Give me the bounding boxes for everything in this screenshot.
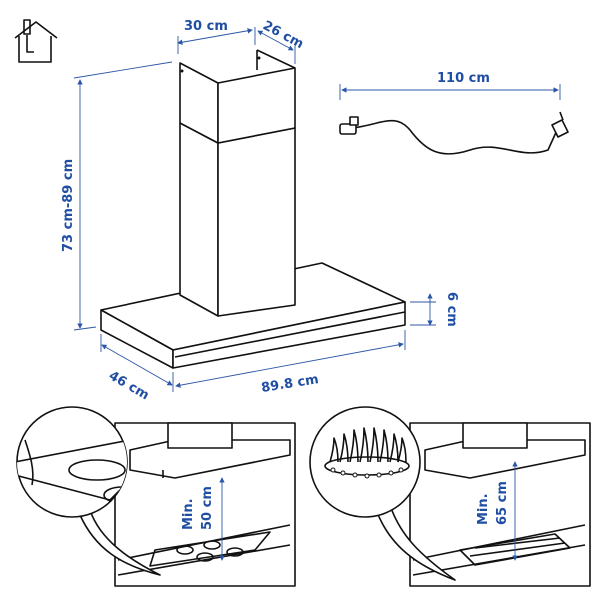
- gas-min-label: Min.: [476, 493, 491, 525]
- power-plug-icon: [339, 111, 569, 155]
- cord-length-label: 110 cm: [437, 71, 490, 86]
- hood-thickness-label: 6 cm: [444, 292, 459, 327]
- chimney-width-label: 30 cm: [184, 19, 228, 34]
- cooker-hood-drawing: [100, 49, 406, 369]
- height-label: 73 cm-89 cm: [61, 159, 76, 252]
- hood-width-label: 89.8 cm: [260, 372, 319, 396]
- electric-min-label: Min.: [181, 498, 196, 530]
- hood-depth-label: 46 cm: [106, 368, 151, 403]
- chimney-depth-label: 26 cm: [260, 18, 306, 52]
- house-duct-icon: [14, 19, 58, 63]
- gas-flame-icon: [324, 427, 410, 479]
- gas-min-distance: 65 cm: [495, 481, 510, 525]
- electric-hob-installation: Min. 50 cm: [16, 406, 296, 587]
- electric-min-distance: 50 cm: [200, 486, 215, 530]
- gas-hob-installation: Min. 65 cm: [309, 406, 591, 587]
- dimension-lines: [73, 27, 561, 392]
